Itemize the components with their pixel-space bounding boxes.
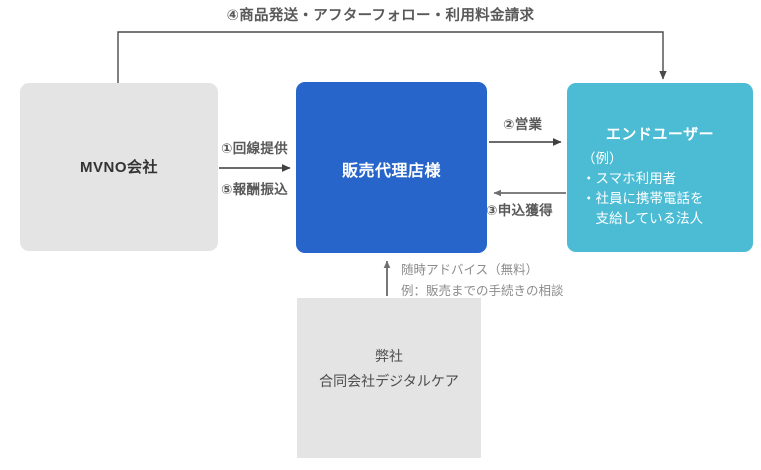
- node-agency-label: 販売代理店様: [341, 163, 441, 180]
- flow-label-advice: 随時アドバイス（無料） 例：販売までの手続きの相談: [401, 260, 564, 302]
- enduser-example-1: ・スマホ利用者: [582, 171, 677, 186]
- flow-label-provide-line: ①回線提供: [221, 141, 288, 156]
- node-enduser-examples: （例） ・スマホ利用者 ・社員に携帯電話を 支給している法人: [582, 149, 745, 229]
- node-enduser: エンドユーザー （例） ・スマホ利用者 ・社員に携帯電話を 支給している法人: [567, 83, 753, 252]
- node-mvno-label: MVNO会社: [79, 159, 158, 176]
- node-agency: 販売代理店様: [296, 82, 487, 253]
- enduser-example-2: ・社員に携帯電話を: [582, 191, 704, 206]
- self-company-line1: 弊社: [375, 348, 403, 364]
- node-mvno: MVNO会社: [20, 83, 218, 251]
- flow-label-application: ③申込獲得: [486, 203, 553, 218]
- flow-label-shipment: ④商品発送・アフターフォロー・利用料金請求: [226, 8, 535, 24]
- arrow-shipment: [117, 31, 667, 86]
- enduser-example-3: 支給している法人: [582, 211, 704, 226]
- self-company-line2: 合同会社デジタルケア: [319, 373, 459, 389]
- node-self-company-text: 弊社 合同会社デジタルケア: [297, 344, 481, 394]
- enduser-example-0: （例）: [582, 151, 623, 166]
- node-enduser-title: エンドユーザー: [605, 126, 715, 143]
- flow-label-sales: ②営業: [503, 117, 543, 132]
- flow-label-reward: ⑤報酬振込: [221, 182, 288, 197]
- advice-line-1: 随時アドバイス（無料）: [401, 263, 539, 277]
- advice-line-2: 例：販売までの手続きの相談: [401, 284, 564, 298]
- node-self-company: 弊社 合同会社デジタルケア: [297, 298, 481, 458]
